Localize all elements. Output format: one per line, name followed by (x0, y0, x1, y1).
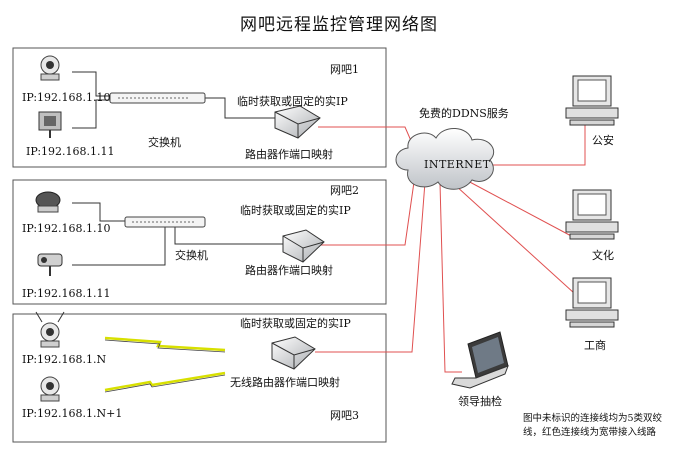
desktop-pc-icon (565, 75, 619, 126)
router-3-label: 无线路由器作端口映射 (230, 376, 340, 389)
laptop-label: 领导抽检 (458, 395, 502, 408)
camera-6-ip: IP:192.168.1.N+1 (22, 407, 123, 420)
cafe-1-ip-label: 临时获取或固定的实IP (237, 95, 348, 108)
ddns-label: 免费的DDNS服务 (419, 107, 509, 120)
camera-1-ip: IP:192.168.1.10 (22, 91, 111, 104)
endpoint-police-label: 公安 (592, 134, 614, 147)
switch-2 (124, 216, 206, 228)
cafe-2-name: 网吧2 (330, 184, 359, 197)
cafe-3-ip-label: 临时获取或固定的实IP (240, 317, 351, 330)
internet-label: INTERNET (424, 158, 491, 171)
router-2-icon (282, 229, 325, 263)
wan-lines (315, 120, 586, 373)
switch-1-label: 交换机 (148, 136, 181, 149)
camera-icon (37, 253, 63, 276)
cafe-1-name: 网吧1 (330, 63, 359, 76)
router-1-label: 路由器作端口映射 (245, 148, 333, 161)
diagram-title: 网吧远程监控管理网络图 (240, 15, 438, 35)
switch-2-label: 交换机 (175, 249, 208, 262)
router-3-icon (271, 336, 316, 370)
cafe-1-box (12, 47, 387, 168)
camera-icon (40, 376, 60, 402)
switch-1 (109, 92, 206, 104)
endpoint-commerce-label: 工商 (584, 339, 606, 352)
wireless-link-lightning (104, 336, 226, 353)
camera-5-ip: IP:192.168.1.N (22, 353, 107, 366)
wireless-link-lightning (104, 371, 226, 393)
cafe-1-lan-lines (72, 71, 275, 129)
desktop-pc-icon (565, 277, 619, 328)
router-2-label: 路由器作端口映射 (245, 264, 333, 277)
internet-cloud-icon (395, 128, 495, 190)
laptop-icon (451, 331, 509, 389)
cafe-3-box (12, 313, 387, 443)
camera-icon (40, 55, 60, 81)
endpoint-culture-label: 文化 (592, 249, 614, 262)
camera-2-ip: IP:192.168.1.11 (26, 145, 115, 158)
camera-icon (38, 111, 62, 138)
legend-note: 图中未标识的连接线均为5类双绞线，红色连接线为宽带接入线路 (523, 413, 663, 438)
router-1-icon (274, 105, 321, 139)
desktop-pc-icon (565, 189, 619, 240)
camera-4-ip: IP:192.168.1.11 (22, 287, 111, 300)
camera-3-ip: IP:192.168.1.10 (22, 222, 111, 235)
camera-icon (35, 311, 65, 348)
cafe-3-name: 网吧3 (330, 409, 359, 422)
camera-icon (35, 191, 61, 213)
cafe-2-ip-label: 临时获取或固定的实IP (240, 204, 351, 217)
cafe-2-box (12, 179, 387, 305)
